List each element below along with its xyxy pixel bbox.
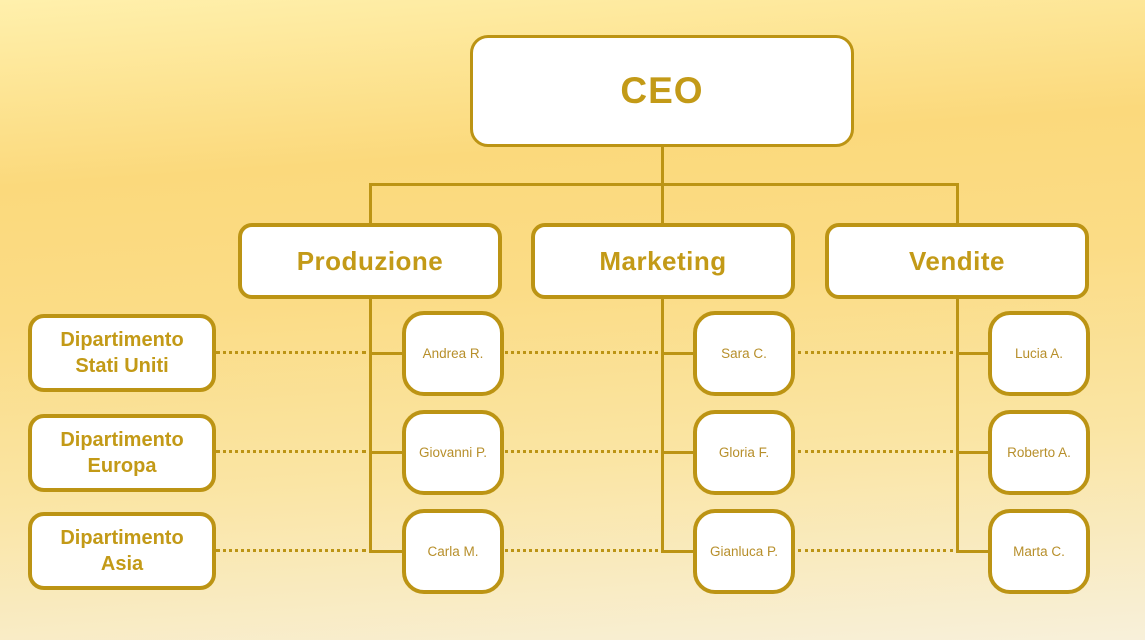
member-label: Gianluca P. <box>709 544 779 559</box>
member-label: Lucia A. <box>1014 346 1064 361</box>
org-node-dept-marketing[interactable]: Marketing <box>531 223 795 299</box>
member-label: Carla M. <box>427 544 479 559</box>
stub-produzione-1 <box>368 352 403 355</box>
org-node-dept-vendite[interactable]: Vendite <box>825 223 1089 299</box>
org-node-member-gianluca-p[interactable]: Gianluca P. <box>693 509 795 594</box>
region-label: Dipartimento Europa <box>60 429 184 477</box>
dotted-link-row2-b <box>505 450 658 453</box>
org-node-member-roberto-a[interactable]: Roberto A. <box>988 410 1090 495</box>
member-label: Roberto A. <box>1007 445 1071 460</box>
connector-drop-vendite <box>955 185 959 223</box>
org-node-member-carla-m[interactable]: Carla M. <box>402 509 504 594</box>
region-label: Dipartimento Stati Uniti <box>60 329 184 377</box>
org-node-region-asia[interactable]: Dipartimento Asia <box>28 512 216 590</box>
connector-ceo-drop <box>660 147 664 184</box>
org-node-dept-produzione[interactable]: Produzione <box>238 223 502 299</box>
spine-marketing <box>660 297 664 553</box>
spine-vendite <box>955 297 959 553</box>
org-node-region-stati-uniti[interactable]: Dipartimento Stati Uniti <box>28 314 216 392</box>
dept-label: Vendite <box>909 245 1005 276</box>
dotted-link-row1-c <box>798 351 953 354</box>
org-node-member-sara-c[interactable]: Sara C. <box>693 311 795 396</box>
dotted-link-row3-a <box>216 549 366 552</box>
dotted-link-row3-b <box>505 549 658 552</box>
org-node-member-lucia-a[interactable]: Lucia A. <box>988 311 1090 396</box>
org-node-member-marta-c[interactable]: Marta C. <box>988 509 1090 594</box>
connector-drop-produzione <box>368 185 372 223</box>
region-label: Dipartimento Asia <box>60 527 184 575</box>
org-node-member-giovanni-p[interactable]: Giovanni P. <box>402 410 504 495</box>
member-label: Andrea R. <box>422 346 484 361</box>
org-node-region-europa[interactable]: Dipartimento Europa <box>28 414 216 492</box>
ceo-label: CEO <box>620 70 704 111</box>
spine-produzione <box>368 297 372 553</box>
dotted-link-row2-a <box>216 450 366 453</box>
stub-vendite-2 <box>955 451 989 454</box>
org-node-member-andrea-r[interactable]: Andrea R. <box>402 311 504 396</box>
member-label: Gloria F. <box>718 445 770 460</box>
stub-marketing-3 <box>660 550 694 553</box>
member-label: Giovanni P. <box>418 445 488 460</box>
connector-drop-marketing <box>660 185 664 223</box>
stub-marketing-1 <box>660 352 694 355</box>
connector-tier1-bar <box>368 183 959 186</box>
member-label: Sara C. <box>721 346 767 361</box>
org-node-ceo[interactable]: CEO <box>470 35 854 147</box>
dotted-link-row2-c <box>798 450 953 453</box>
dotted-link-row1-b <box>505 351 658 354</box>
member-label: Marta C. <box>1013 544 1065 559</box>
org-node-member-gloria-f[interactable]: Gloria F. <box>693 410 795 495</box>
stub-vendite-3 <box>955 550 989 553</box>
dotted-link-row1-a <box>216 351 366 354</box>
stub-vendite-1 <box>955 352 989 355</box>
stub-produzione-3 <box>368 550 403 553</box>
stub-marketing-2 <box>660 451 694 454</box>
dept-label: Marketing <box>599 245 727 276</box>
dotted-link-row3-c <box>798 549 953 552</box>
stub-produzione-2 <box>368 451 403 454</box>
dept-label: Produzione <box>296 245 444 276</box>
